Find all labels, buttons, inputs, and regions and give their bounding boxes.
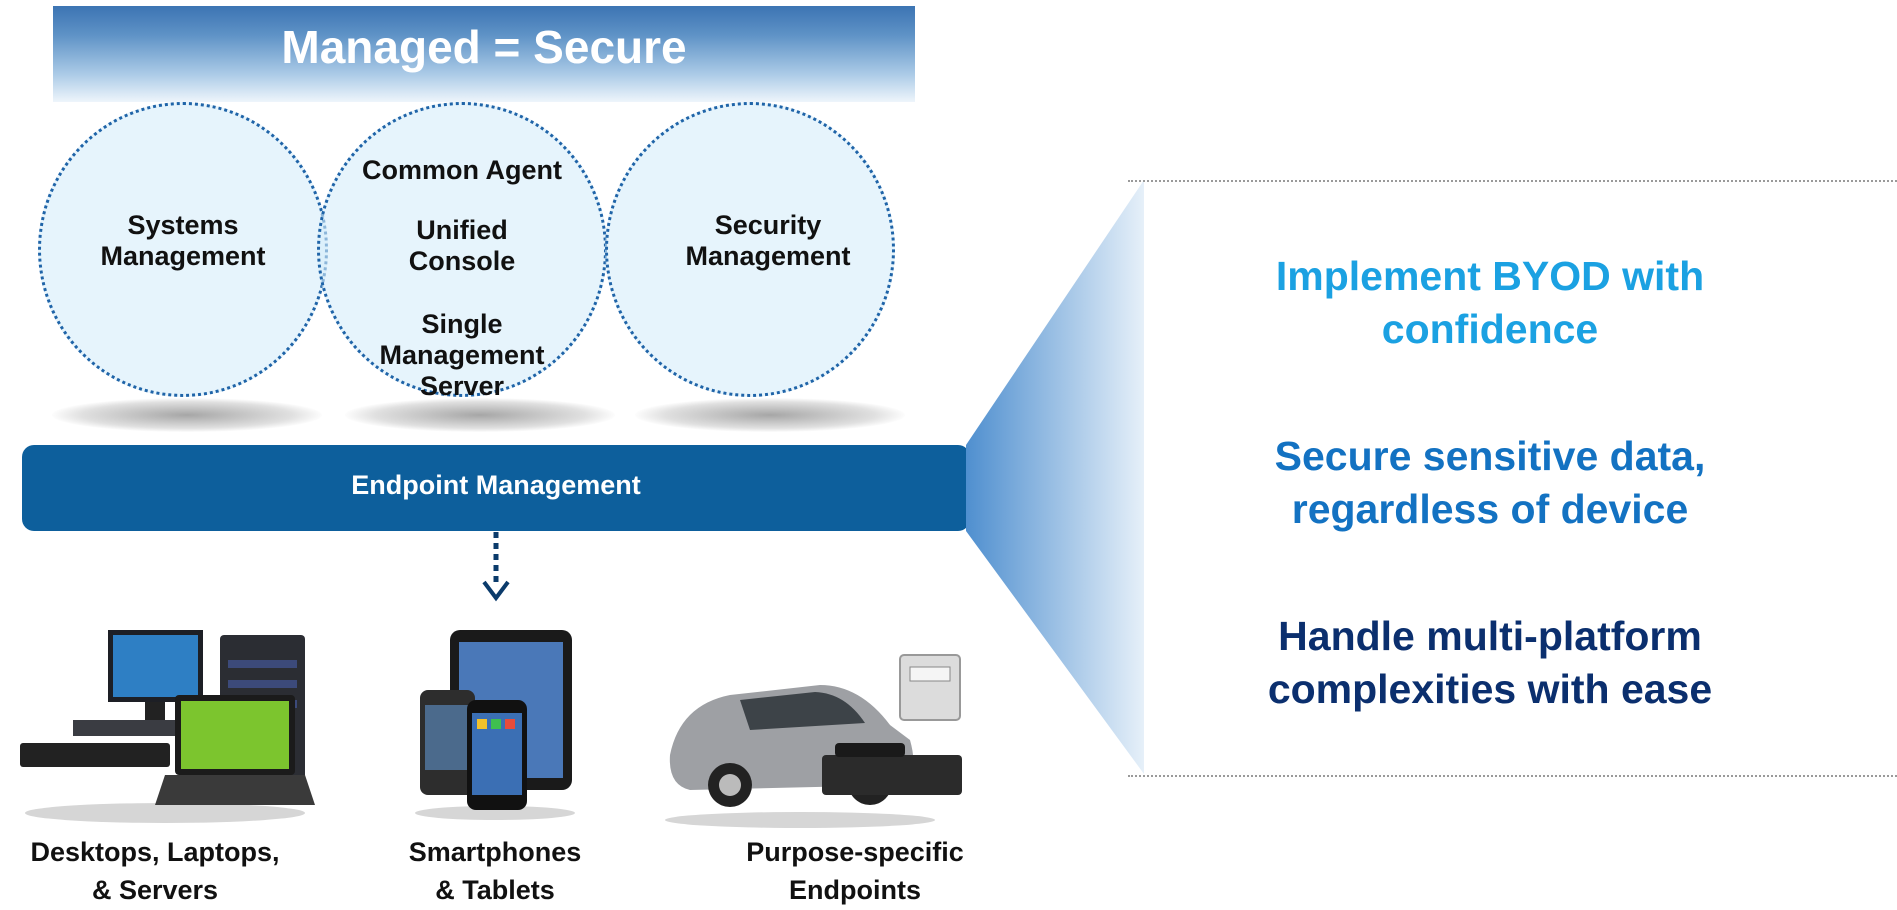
funnel-connector bbox=[966, 180, 1144, 774]
message-multi-platform-line2: complexities with ease bbox=[1267, 666, 1713, 712]
device-caption-purpose-specific-line1: Purpose-specific bbox=[746, 837, 964, 867]
message-secure-data: Secure sensitive data, regardless of dev… bbox=[1140, 430, 1840, 536]
message-byod-line2: confidence bbox=[1381, 306, 1599, 352]
venn-circle-center bbox=[317, 102, 607, 397]
car-meter-settop-icon bbox=[665, 654, 962, 828]
device-caption-computers-line1: Desktops, Laptops, bbox=[30, 837, 280, 867]
smartphone-tablet-icon bbox=[415, 630, 575, 820]
device-caption-mobile: Smartphones & Tablets bbox=[375, 833, 615, 909]
unified-console-label: Unified Console bbox=[337, 215, 587, 277]
single-management-server-line1: Single bbox=[421, 309, 503, 339]
circle-shadow-center bbox=[345, 398, 615, 432]
endpoint-management-bar bbox=[22, 445, 970, 531]
device-caption-mobile-line2: & Tablets bbox=[435, 875, 555, 905]
device-caption-purpose-specific: Purpose-specific Endpoints bbox=[705, 833, 1005, 909]
device-caption-computers-line2: & Servers bbox=[91, 875, 219, 905]
unified-console-line2: Console bbox=[408, 246, 516, 276]
desktop-laptop-server-icon bbox=[20, 630, 315, 823]
message-secure-data-line2: regardless of device bbox=[1291, 486, 1689, 532]
down-arrow-icon bbox=[482, 532, 510, 602]
circle-shadow-right bbox=[635, 398, 905, 432]
message-byod: Implement BYOD with confidence bbox=[1140, 250, 1840, 356]
single-management-server-line3: Server bbox=[419, 371, 505, 401]
device-caption-purpose-specific-line2: Endpoints bbox=[789, 875, 921, 905]
single-management-server-label: Single Management Server bbox=[337, 309, 587, 402]
systems-management-label: Systems Management bbox=[58, 210, 308, 272]
security-management-line2: Management bbox=[685, 241, 851, 271]
unified-console-line1: Unified bbox=[416, 215, 508, 245]
circle-shadow-left bbox=[52, 398, 322, 432]
common-agent-label: Common Agent bbox=[362, 155, 562, 185]
banner-title: Managed = Secure bbox=[281, 21, 687, 73]
endpoint-management-label: Endpoint Management bbox=[351, 470, 641, 500]
device-caption-mobile-line1: Smartphones bbox=[408, 837, 582, 867]
systems-management-line1: Systems bbox=[127, 210, 239, 240]
security-management-label: Security Management bbox=[643, 210, 893, 272]
message-byod-line1: Implement BYOD with bbox=[1275, 253, 1705, 299]
message-panel-top-border bbox=[1128, 180, 1897, 182]
systems-management-line2: Management bbox=[100, 241, 266, 271]
security-management-line1: Security bbox=[714, 210, 822, 240]
message-panel-bottom-border bbox=[1128, 775, 1897, 777]
message-multi-platform: Handle multi-platform complexities with … bbox=[1140, 610, 1840, 716]
message-multi-platform-line1: Handle multi-platform bbox=[1278, 613, 1702, 659]
device-caption-computers: Desktops, Laptops, & Servers bbox=[0, 833, 310, 909]
banner-background bbox=[53, 6, 915, 102]
venn-circle-systems-management bbox=[38, 102, 328, 397]
venn-circle-security-management bbox=[605, 102, 895, 397]
single-management-server-line2: Management bbox=[379, 340, 545, 370]
message-secure-data-line1: Secure sensitive data, bbox=[1274, 433, 1706, 479]
